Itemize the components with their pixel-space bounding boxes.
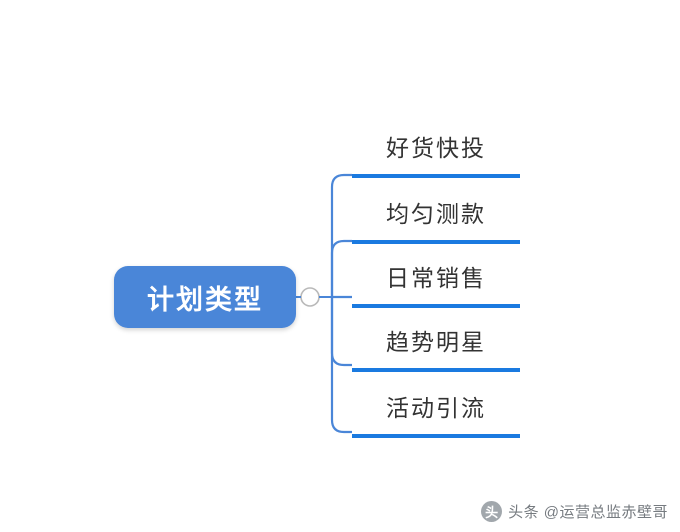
toutiao-logo-icon: 头	[481, 501, 503, 522]
branch-node-2[interactable]: 均匀测款	[352, 188, 520, 244]
hub-circle	[300, 287, 320, 307]
branch-node-4-label: 趋势明星	[386, 329, 486, 355]
root-node-label: 计划类型	[147, 284, 263, 315]
branch-node-2-label: 均匀测款	[386, 201, 486, 227]
branch-node-4[interactable]: 趋势明星	[352, 316, 520, 372]
connector-branch-2	[330, 239, 352, 297]
watermark-text: 头条 @运营总监赤壁哥	[508, 504, 668, 521]
branch-node-3[interactable]: 日常销售	[352, 252, 520, 308]
connector-branch-1	[330, 173, 352, 297]
branch-node-5[interactable]: 活动引流	[352, 382, 520, 438]
watermark: 头 头条 @运营总监赤壁哥	[481, 501, 668, 522]
branch-node-5-label: 活动引流	[386, 395, 486, 421]
connector-branch-4	[330, 297, 352, 367]
branch-node-1[interactable]: 好货快投	[352, 122, 520, 178]
branch-node-3-label: 日常销售	[386, 265, 486, 291]
connector-branch-5	[330, 297, 352, 434]
root-node[interactable]: 计划类型	[114, 266, 296, 328]
branch-node-1-label: 好货快投	[386, 135, 486, 161]
